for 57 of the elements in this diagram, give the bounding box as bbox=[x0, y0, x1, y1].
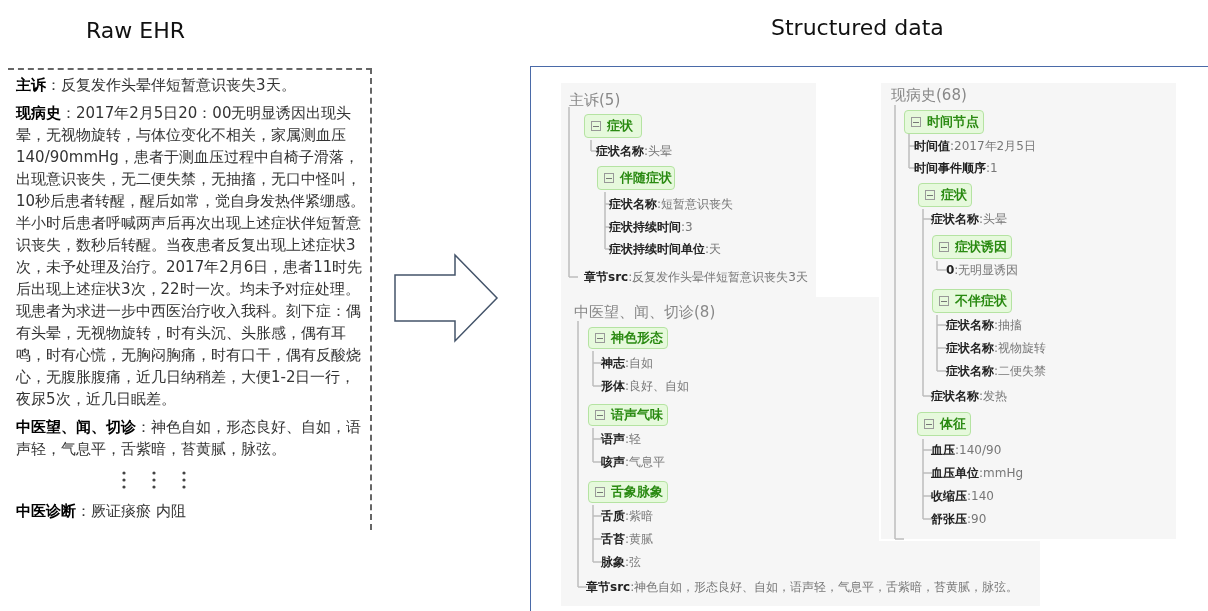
section-title: 中医望、闻、切诊(8) bbox=[574, 303, 716, 322]
attribute-text: 时间事件顺序:1 bbox=[914, 160, 998, 177]
attribute-text: 脉象:弦 bbox=[601, 554, 642, 571]
paragraph: 中医望、闻、切诊：神色自如，形态良好、自如，语声轻，气息平，舌紫暗，苔黄腻，脉弦。 bbox=[16, 417, 362, 460]
attribute-text: 收缩压:140 bbox=[931, 488, 994, 505]
attribute-text: 症状持续时间单位:天 bbox=[609, 241, 722, 258]
paragraph: 中医诊断：厥证痰瘀 内阻 bbox=[16, 501, 187, 522]
attribute-text: 症状名称:头晕 bbox=[596, 143, 673, 160]
tag-label: 症状诱因 bbox=[955, 238, 1007, 256]
attribute-text: 症状名称:抽搐 bbox=[946, 317, 1023, 334]
panel-heading: Structured data bbox=[771, 15, 944, 40]
attribute-text: 症状名称:头晕 bbox=[931, 211, 1008, 228]
category-tag bbox=[904, 110, 984, 134]
tag-label: 体征 bbox=[940, 415, 966, 433]
attribute-text: 症状名称:视物旋转 bbox=[946, 340, 1047, 357]
attribute-text: 舌苔:黄腻 bbox=[601, 531, 654, 548]
attribute-text: 症状名称:短暂意识丧失 bbox=[609, 196, 734, 213]
category-tag bbox=[932, 289, 1012, 313]
attribute-text: 0:无明显诱因 bbox=[946, 262, 1019, 279]
attribute-text: 舌质:紫暗 bbox=[601, 508, 654, 525]
panel-heading: Raw EHR bbox=[86, 18, 185, 43]
section-card bbox=[561, 83, 816, 297]
section-title: 主诉(5) bbox=[569, 91, 621, 110]
attribute-text: 语声:轻 bbox=[601, 431, 642, 448]
section-card bbox=[881, 83, 1176, 539]
category-tag bbox=[588, 481, 668, 503]
paragraph: 主诉：反复发作头晕伴短暂意识丧失3天。 bbox=[16, 75, 297, 96]
tag-label: 症状 bbox=[941, 186, 967, 204]
paragraph: 现病史：2017年2月5日20：00无明显诱因出现头晕，无视物旋转，与体位变化不相关，家属测血压140/90mmHg，患者于测血压过程中自椅子滑落，出现意识丧失，无二便失禁，无抽搐，无口中怪叫，10秒后患者转醒，醒后如常，觉自身发热伴紧绷感。半小时后患者呼喊两声后再次出现上述症状伴短暂意识丧失，数秒后转醒。当夜患者反复出现上述症状3次，未予处理及治疗。2017年2月6日，患者11时先后出现上述症状3次，22时一次。均未予对症处理。现患者为求进一步中西医治疗收入我科。刻下症：偶有头晕，无视物旋转，时有头沉、头胀感，偶有耳鸣，时有心慌，无胸闷胸痛，时有口干，偶有反酸烧心，无腹胀腹痛，近几日纳稍差，大便1-2日一行，夜尿5次，近几日眠差。 bbox=[16, 103, 366, 410]
tag-label: 不伴症状 bbox=[955, 292, 1007, 310]
category-tag bbox=[597, 166, 675, 190]
attribute-text: 时间值:2017年2月5日 bbox=[914, 138, 1036, 155]
attribute-text: 章节src:反复发作头晕伴短暂意识丧失3天 bbox=[584, 269, 808, 286]
attribute-text: 舒张压:90 bbox=[931, 511, 987, 528]
block-arrow bbox=[394, 253, 499, 343]
category-tag bbox=[917, 412, 971, 436]
attribute-text: 血压:140/90 bbox=[931, 442, 1002, 459]
tag-label: 舌象脉象 bbox=[611, 483, 663, 501]
attribute-text: 症状名称:二便失禁 bbox=[946, 363, 1047, 380]
tag-label: 时间节点 bbox=[927, 113, 979, 131]
attribute-text: 咳声:气息平 bbox=[601, 454, 666, 471]
tag-label: 神色形态 bbox=[611, 329, 663, 347]
category-tag bbox=[588, 404, 668, 426]
category-tag bbox=[932, 235, 1012, 259]
attribute-text: 章节src:神色自如，形态良好、自如，语声轻，气息平，舌紫暗，苔黄腻，脉弦。 bbox=[586, 579, 1019, 596]
attribute-text: 形体:良好、自如 bbox=[601, 378, 690, 395]
attribute-text: 症状持续时间:3 bbox=[609, 219, 693, 236]
attribute-text: 症状名称:发热 bbox=[931, 388, 1008, 405]
tag-label: 伴随症状 bbox=[620, 169, 672, 187]
category-tag bbox=[588, 327, 668, 349]
section-title: 现病史(68) bbox=[891, 86, 967, 105]
tag-label: 语声气味 bbox=[611, 406, 663, 424]
attribute-text: 血压单位:mmHg bbox=[931, 465, 1024, 482]
category-tag bbox=[918, 183, 972, 207]
category-tag bbox=[584, 114, 642, 138]
tag-label: 症状 bbox=[607, 117, 633, 135]
attribute-text: 神志:自如 bbox=[601, 355, 654, 372]
